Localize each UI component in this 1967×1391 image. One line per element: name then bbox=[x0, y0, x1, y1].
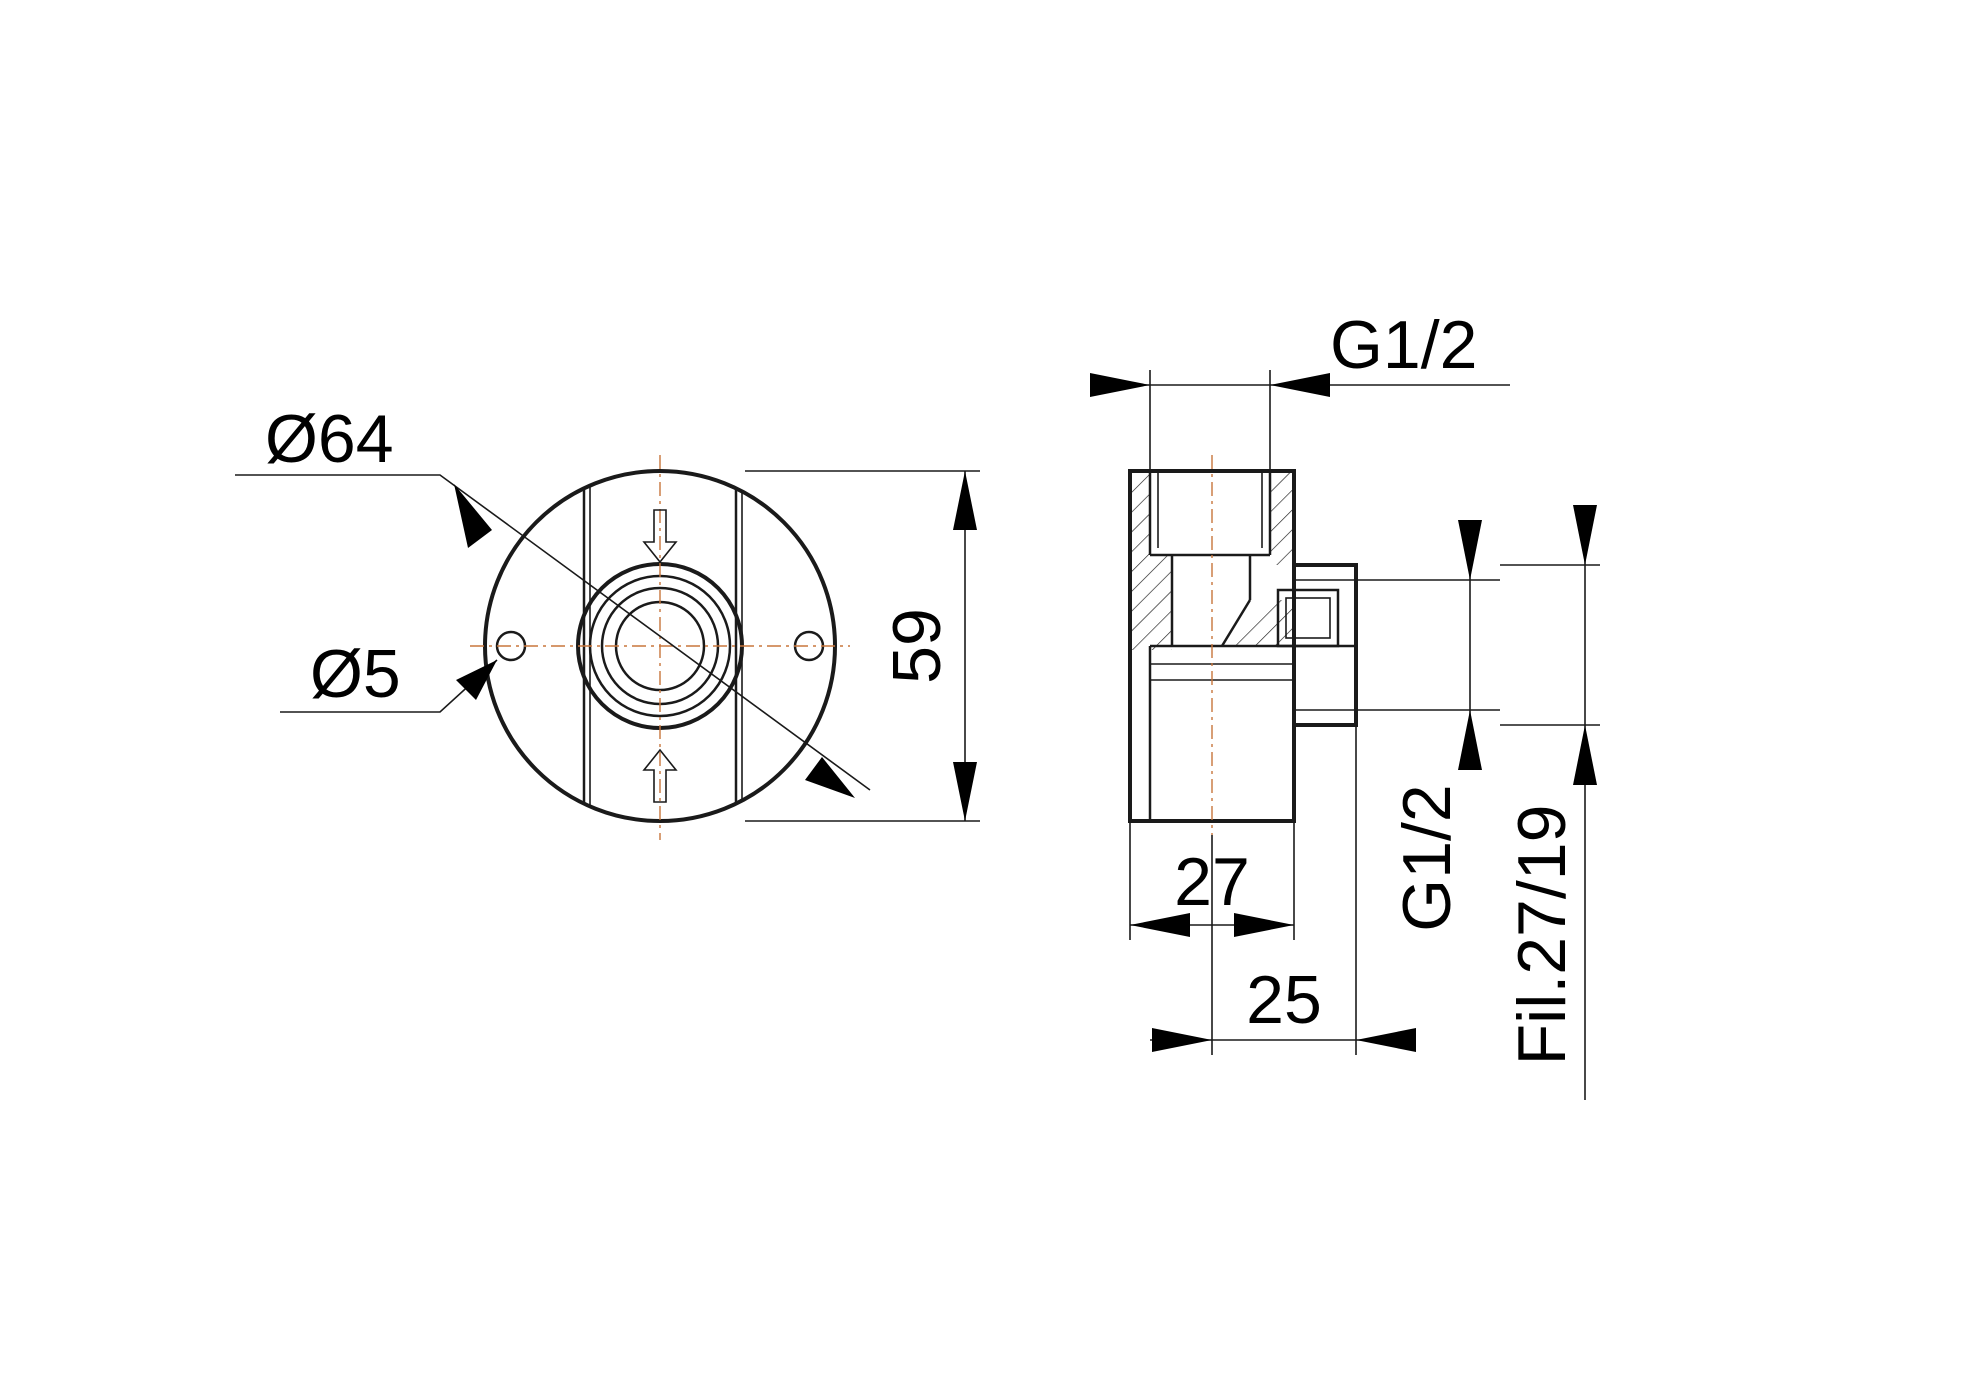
top-thread-label: G1/2 bbox=[1330, 307, 1477, 383]
section-hatch-inner-left bbox=[1150, 555, 1172, 650]
side-thread-label: G1/2 bbox=[1389, 784, 1465, 931]
side-view: G1/2 27 25 G1/2 Fil.27/19 bbox=[1090, 307, 1600, 1100]
projection-25-label: 25 bbox=[1246, 962, 1322, 1038]
diameter-5-label: Ø5 bbox=[310, 636, 401, 712]
diameter-leader bbox=[235, 474, 871, 791]
front-view: Ø64 Ø5 59 bbox=[235, 401, 980, 840]
section-hatch-left bbox=[1132, 473, 1150, 650]
fil-label: Fil.27/19 bbox=[1504, 805, 1580, 1066]
arrow-up-icon bbox=[642, 748, 678, 803]
height-59-label: 59 bbox=[879, 608, 955, 684]
section-hatch-right bbox=[1270, 473, 1292, 565]
diameter-64-label: Ø64 bbox=[265, 401, 394, 477]
arrow-down-icon bbox=[642, 509, 678, 564]
section-hatch-corner bbox=[1222, 600, 1292, 646]
